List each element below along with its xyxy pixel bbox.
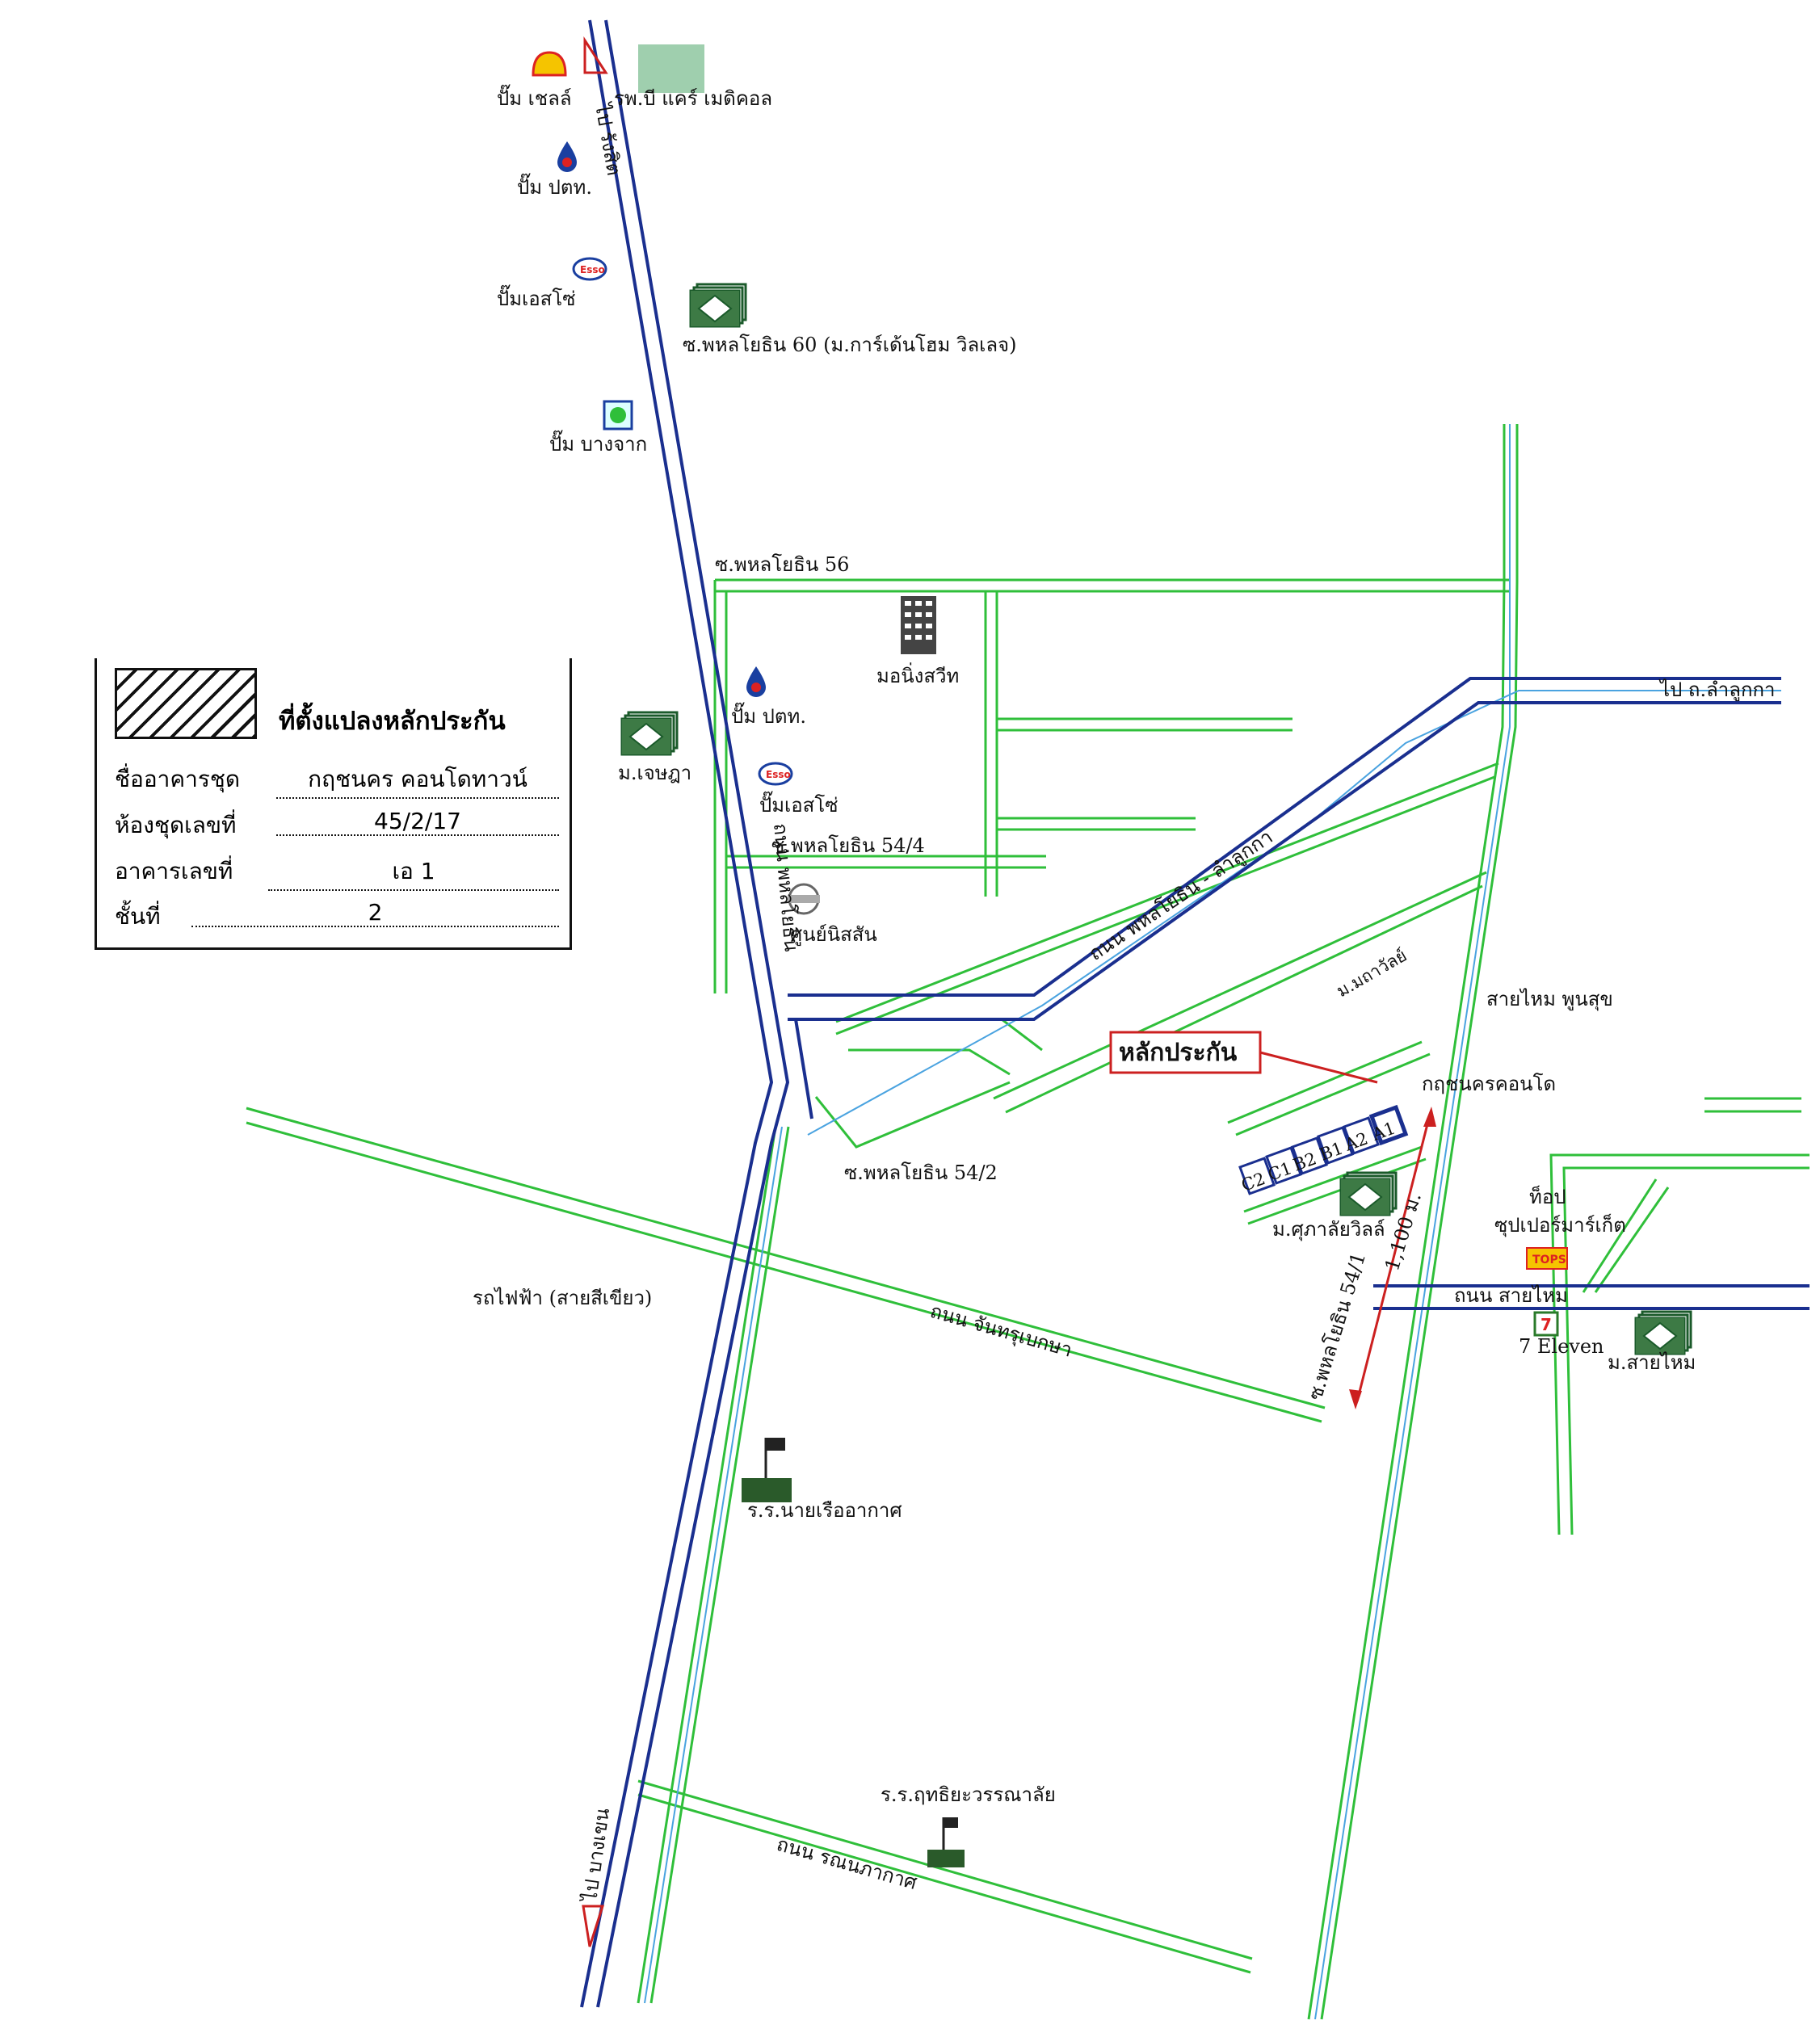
legend-value: กฤชนคร คอนโดทาวน์ <box>276 762 559 799</box>
label-to-bangkhen: ไป บางเขน <box>578 1807 614 1905</box>
legend-label: ชั้นที่ <box>115 903 161 930</box>
label-soi-54-2: ซ.พหลโยธิน 54/2 <box>844 1161 998 1184</box>
legend-value: 45/2/17 <box>276 808 559 836</box>
label-chanthrubeksa: ถนน จันทรุเบกษา <box>927 1300 1074 1363</box>
legend-label: อาคารเลขที่ <box>115 858 233 884</box>
village-houses-icon <box>620 711 679 756</box>
esso-logo-icon: Esso <box>572 257 607 281</box>
rangsit-arrow-icon <box>583 36 608 74</box>
label-nissan: ศูนย์นิสสัน <box>790 923 877 947</box>
label-soi-56: ซ.พหลโยธิน 56 <box>715 553 849 576</box>
label-tops-1: ท็อป <box>1529 1185 1566 1208</box>
shell-logo-icon <box>532 51 567 77</box>
label-morning-swith: มอนิ่งสวีท <box>876 662 959 687</box>
label-phahon-lamlukka: ถนน พหลโยธิน - ลำลูกกา <box>1085 825 1278 966</box>
village-houses-icon <box>689 283 747 328</box>
label-to-lamlukka: ไป ถ.ลำลูกกา <box>1658 678 1776 702</box>
bangkhen-arrow-icon <box>582 1905 605 1947</box>
label-school-rit: ร.ร.ฤทธิยะวรรณาลัย <box>881 1783 1056 1806</box>
collateral-box <box>1109 1031 1262 1074</box>
svg-text:7: 7 <box>1540 1315 1552 1334</box>
svg-text:TOPS: TOPS <box>1532 1254 1566 1266</box>
legend-label: ชื่ออาคารชุด <box>115 766 241 792</box>
label-tops-2: ซุปเปอร์มาร์เก็ต <box>1494 1213 1626 1237</box>
school-flag-icon <box>927 1817 965 1867</box>
ptt-drop-icon <box>557 141 577 172</box>
esso-logo-icon: Esso <box>758 762 793 786</box>
label-kritnakorn: กฤชนครคอนโด <box>1422 1073 1556 1095</box>
label-soi-54-4: ซ.พหลโยธิน 54/4 <box>771 834 925 857</box>
label-bangchak: ปั๊ม บางจาก <box>549 430 647 456</box>
label-soi-60: ซ.พหลโยธิน 60 (ม.การ์เด้นโฮม วิลเลจ) <box>683 334 1016 356</box>
school-flag-icon <box>742 1438 792 1502</box>
label-saimai-poonsuk: สายไหม พูนสุข <box>1486 988 1613 1011</box>
label-shell: ปั๊ม เชลล์ <box>497 84 572 110</box>
label-sai-mai-road: ถนน สายไหม <box>1454 1284 1568 1307</box>
label-sukalai: ม.ศุภาลัยวิลล์ <box>1272 1218 1385 1241</box>
bangchak-logo-icon <box>603 400 633 431</box>
collateral-hatch-swatch <box>115 668 257 739</box>
seven-eleven-icon: 7 <box>1533 1311 1559 1337</box>
label-ptt-1: ปั๊ม ปตท. <box>517 173 592 199</box>
svg-text:Esso: Esso <box>580 264 605 275</box>
label-esso-2: ปั๊มเอสโซ่ <box>759 791 839 817</box>
legend-box: ที่ตั้งแปลงหลักประกัน ชื่ออาคารชุด กฤชนค… <box>95 658 572 950</box>
village-houses-icon <box>1634 1310 1692 1355</box>
legend-value: 2 <box>191 899 559 927</box>
village-houses-icon <box>1339 1171 1398 1216</box>
legend-title: ที่ตั้งแปลงหลักประกัน <box>279 707 506 736</box>
collateral-label: หลักประกัน <box>1119 1039 1238 1067</box>
label-mayawan: ม.มถาวัลย์ <box>1334 946 1410 1002</box>
legend-value: เอ 1 <box>268 854 559 891</box>
nissan-logo-icon <box>788 883 820 915</box>
label-ptt-2: ปั๊ม ปตท. <box>731 702 806 728</box>
condo-tower-icon <box>901 596 936 654</box>
label-jenjira: ม.เจษฎา <box>618 762 691 784</box>
ptt-drop-icon <box>746 666 766 697</box>
svg-text:Esso: Esso <box>766 769 791 780</box>
label-esso-1: ปั๊มเอสโซ่ <box>497 284 576 310</box>
label-msaimai: ม.สายไหม <box>1608 1351 1696 1374</box>
legend-label: ห้องชุดเลขที่ <box>115 812 237 838</box>
label-soi-54-1: ซ.พหลโยธิน 54/1 <box>1304 1250 1370 1403</box>
building-blocks <box>1238 1104 1409 1195</box>
label-bcare: รพ.บี แคร์ เมดิคอล <box>614 87 772 110</box>
label-seven: 7 Eleven <box>1519 1335 1604 1358</box>
label-school-air: ร.ร.นายเรืออากาศ <box>747 1499 902 1522</box>
bcare-logo-icon <box>638 44 704 93</box>
distance-arrow <box>1349 1107 1436 1409</box>
tops-logo-icon: TOPS <box>1526 1247 1568 1270</box>
label-skytrain: รถไฟฟ้า (สายสีเขียว) <box>473 1287 652 1309</box>
